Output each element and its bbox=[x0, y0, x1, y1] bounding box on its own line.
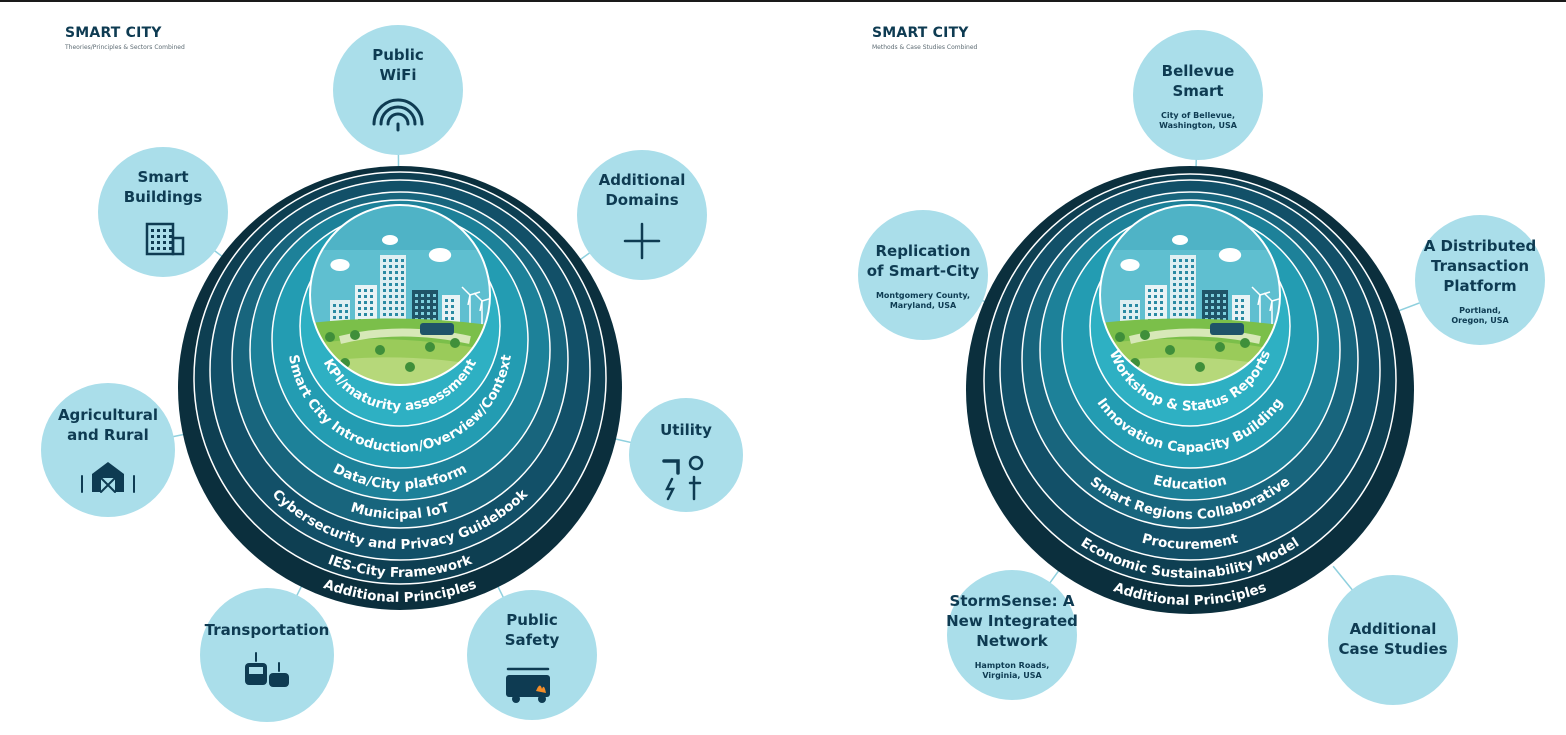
cloud-icon bbox=[1120, 259, 1140, 271]
tree-icon bbox=[450, 338, 460, 348]
building-icon bbox=[145, 222, 185, 256]
bus-icon bbox=[1210, 323, 1244, 335]
satellite-sublabel: Portland, bbox=[1459, 306, 1501, 315]
tree-icon bbox=[375, 345, 385, 355]
fire-truck-icon bbox=[506, 667, 550, 703]
tree-icon bbox=[405, 362, 415, 372]
ring-label: Municipal IoT bbox=[349, 499, 452, 523]
tree-icon bbox=[325, 332, 335, 342]
satellite-label: Domains bbox=[605, 191, 678, 209]
tree-icon bbox=[1240, 338, 1250, 348]
satellite-sublabel: Oregon, USA bbox=[1451, 316, 1509, 325]
satellite-label: and Rural bbox=[67, 426, 149, 444]
barn-icon bbox=[81, 462, 135, 493]
ring-label: Procurement bbox=[1140, 531, 1240, 554]
satellite-sublabel: Washington, USA bbox=[1159, 121, 1238, 130]
city-illustration bbox=[1100, 205, 1280, 385]
bus-icon bbox=[420, 323, 454, 335]
right-title: SMART CITY bbox=[872, 25, 969, 41]
satellite-label: Utility bbox=[660, 421, 712, 439]
satellite-label: Safety bbox=[505, 631, 560, 649]
satellite-circle bbox=[858, 210, 988, 340]
satellite-circle bbox=[41, 383, 175, 517]
satellite-node: Utility bbox=[629, 398, 743, 512]
top-border bbox=[0, 0, 1566, 2]
satellite-sublabel: Maryland, USA bbox=[890, 301, 957, 310]
satellite-label: Network bbox=[976, 632, 1048, 650]
right-heading: SMART CITY Methods & Case Studies Combin… bbox=[872, 25, 977, 51]
left-title: SMART CITY bbox=[65, 25, 162, 41]
wifi-icon bbox=[372, 98, 424, 132]
satellite-sublabel: Virginia, USA bbox=[982, 671, 1042, 680]
tree-icon bbox=[1140, 330, 1150, 340]
satellite-circle bbox=[1328, 575, 1458, 705]
satellite-circle bbox=[200, 588, 334, 722]
satellite-label: Additional bbox=[1350, 620, 1437, 638]
satellite-circle bbox=[1133, 30, 1263, 160]
satellite-label: Agricultural bbox=[58, 406, 158, 424]
satellite-label: Public bbox=[372, 46, 424, 64]
left-diagram: PublicWiFiAdditionalDomainsUtilityPublic… bbox=[41, 25, 743, 722]
right-subtitle: Methods & Case Studies Combined bbox=[872, 44, 978, 51]
tree-icon bbox=[350, 330, 360, 340]
utility-icon bbox=[662, 455, 704, 501]
satellite-circle bbox=[629, 398, 743, 512]
cloud-icon bbox=[1172, 235, 1188, 245]
satellite-label: Bellevue bbox=[1162, 62, 1235, 80]
satellite-node: A DistributedTransactionPlatformPortland… bbox=[1415, 215, 1545, 345]
ring-label: Education bbox=[1152, 472, 1229, 493]
cloud-icon bbox=[428, 248, 452, 262]
satellite-label: Smart bbox=[137, 168, 188, 186]
satellite-label: Buildings bbox=[124, 188, 203, 206]
satellite-circle bbox=[333, 25, 463, 155]
vehicles-icon bbox=[245, 652, 289, 687]
satellite-label: Transportation bbox=[205, 621, 330, 639]
tree-icon bbox=[425, 342, 435, 352]
satellite-sublabel: City of Bellevue, bbox=[1161, 111, 1235, 120]
cloud-icon bbox=[1218, 248, 1242, 262]
satellite-circle bbox=[947, 570, 1077, 700]
satellite-label: Transaction bbox=[1431, 257, 1529, 275]
satellite-label: New Integrated bbox=[946, 612, 1078, 630]
satellite-label: Additional bbox=[599, 171, 686, 189]
satellite-circle bbox=[577, 150, 707, 280]
satellite-label: Smart bbox=[1172, 82, 1223, 100]
satellite-sublabel: Hampton Roads, bbox=[975, 661, 1050, 670]
tree-icon bbox=[1195, 362, 1205, 372]
satellite-label: Case Studies bbox=[1338, 640, 1447, 658]
tree-icon bbox=[1215, 342, 1225, 352]
satellite-circle bbox=[1415, 215, 1545, 345]
satellite-label: StormSense: A bbox=[950, 592, 1075, 610]
satellite-label: Replication bbox=[875, 242, 970, 260]
satellite-node: Transportation bbox=[200, 588, 334, 722]
satellite-label: Public bbox=[506, 611, 558, 629]
cloud-icon bbox=[382, 235, 398, 245]
satellite-node: Agricultural and Rural bbox=[41, 383, 175, 517]
satellite-label: of Smart-City bbox=[867, 262, 980, 280]
satellite-label: WiFi bbox=[379, 66, 416, 84]
tree-icon bbox=[1115, 332, 1125, 342]
left-heading: SMART CITY Theories/Principles & Sectors… bbox=[65, 25, 185, 51]
left-subtitle: Theories/Principles & Sectors Combined bbox=[65, 44, 185, 51]
satellite-sublabel: Montgomery County, bbox=[876, 291, 970, 300]
satellite-label: Platform bbox=[1443, 277, 1516, 295]
plus-icon bbox=[623, 222, 661, 260]
tree-icon bbox=[1165, 345, 1175, 355]
cloud-icon bbox=[330, 259, 350, 271]
satellite-circle bbox=[98, 147, 228, 277]
satellite-node: StormSense: A New IntegratedNetworkHampto… bbox=[946, 570, 1078, 700]
satellite-circle bbox=[467, 590, 597, 720]
satellite-label: A Distributed bbox=[1424, 237, 1537, 255]
